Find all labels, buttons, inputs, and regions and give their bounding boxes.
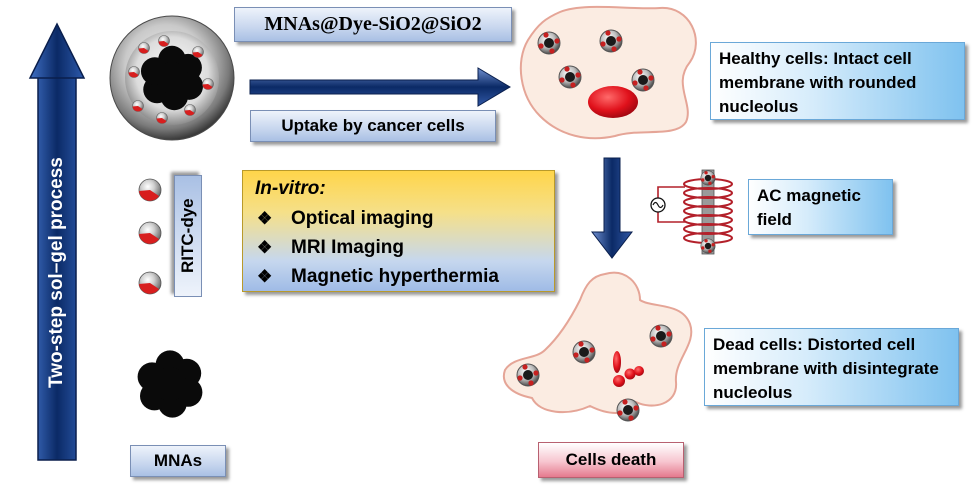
healthy-cell bbox=[519, 5, 697, 140]
bullet-icon: ❖ bbox=[257, 237, 273, 257]
mnas-label: MNAs bbox=[130, 445, 226, 477]
list-item-text: Optical imaging bbox=[291, 207, 434, 229]
list-item: ❖ Optical imaging bbox=[249, 204, 554, 233]
invitro-panel: In-vitro: ❖ Optical imaging ❖ MRI Imagin… bbox=[242, 170, 555, 292]
healthy-nucleolus bbox=[588, 86, 638, 118]
uptake-arrow bbox=[249, 67, 511, 107]
bullet-icon: ❖ bbox=[257, 266, 273, 286]
vertical-arrow-label: Two-step sol–gel process bbox=[46, 157, 67, 388]
bullet-icon: ❖ bbox=[257, 208, 273, 228]
invitro-list: ❖ Optical imaging ❖ MRI Imaging ❖ Magnet… bbox=[249, 204, 554, 291]
magnetic-nano-aggregate-icon bbox=[137, 350, 203, 418]
list-item-text: Magnetic hyperthermia bbox=[291, 265, 499, 287]
dead-cell bbox=[502, 271, 693, 422]
composite-label: MNAs@Dye-SiO2@SiO2 bbox=[234, 7, 512, 42]
invitro-title: In-vitro: bbox=[255, 178, 326, 199]
dye-sphere-icon bbox=[138, 271, 162, 295]
list-item: ❖ MRI Imaging bbox=[249, 233, 554, 262]
ac-coil-icon bbox=[650, 169, 733, 255]
dye-label: RITC-dye bbox=[174, 175, 202, 297]
dead-cells-label: Dead cells: Distorted cell membrane with… bbox=[704, 328, 959, 406]
down-arrow bbox=[590, 157, 634, 259]
uptake-label: Uptake by cancer cells bbox=[250, 110, 496, 142]
disintegrated-nucleolus bbox=[613, 351, 644, 387]
process-up-arrow bbox=[28, 22, 86, 461]
list-item: ❖ Magnetic hyperthermia bbox=[249, 262, 554, 291]
dye-sphere-icon bbox=[138, 178, 162, 202]
ac-field-label: AC magnetic field bbox=[748, 179, 893, 235]
dye-sphere-icon bbox=[138, 221, 162, 245]
silica-nanoparticle-icon bbox=[109, 15, 235, 141]
list-item-text: MRI Imaging bbox=[291, 236, 404, 258]
cells-death-label: Cells death bbox=[538, 442, 684, 478]
healthy-cells-label: Healthy cells: Intact cell membrane with… bbox=[710, 42, 965, 120]
